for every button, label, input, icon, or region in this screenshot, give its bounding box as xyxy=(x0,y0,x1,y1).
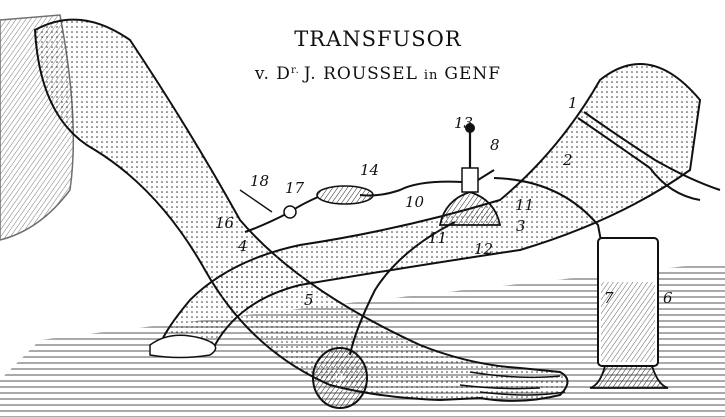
valve-block xyxy=(462,168,478,192)
title-line2: v. Dr.J. ROUSSEL in GENF xyxy=(254,64,501,84)
needle-18 xyxy=(240,190,272,212)
needle-connector xyxy=(284,206,296,218)
cup-apparatus xyxy=(440,192,500,225)
label-5: 5 xyxy=(304,291,314,309)
label-13: 13 xyxy=(454,114,473,132)
label-16: 16 xyxy=(215,214,235,232)
label-8: 8 xyxy=(490,136,500,154)
label-2: 2 xyxy=(562,151,573,169)
label-14: 14 xyxy=(360,161,379,179)
tube-to-needle xyxy=(245,197,318,232)
label-11a: 11 xyxy=(428,229,447,247)
label-17: 17 xyxy=(285,179,305,197)
title-city: GENF xyxy=(444,64,501,84)
label-6: 6 xyxy=(663,289,673,307)
label-11b: 11 xyxy=(515,196,534,214)
label-12: 12 xyxy=(474,240,493,258)
title-prefix: v. D xyxy=(254,64,291,84)
title-superscript: r. xyxy=(291,65,300,76)
label-9: 9 xyxy=(334,370,344,388)
label-18: 18 xyxy=(250,172,269,190)
label-7: 7 xyxy=(604,289,614,307)
title-in: in xyxy=(424,68,439,83)
label-4: 4 xyxy=(237,237,248,255)
title-line1: TRANSFUSOR xyxy=(294,27,462,51)
label-3: 3 xyxy=(516,217,526,235)
title-name: J. ROUSSEL xyxy=(302,64,418,84)
side-valve xyxy=(478,170,494,180)
bulb-14 xyxy=(317,186,373,204)
label-10: 10 xyxy=(405,193,425,211)
label-1: 1 xyxy=(568,94,578,112)
